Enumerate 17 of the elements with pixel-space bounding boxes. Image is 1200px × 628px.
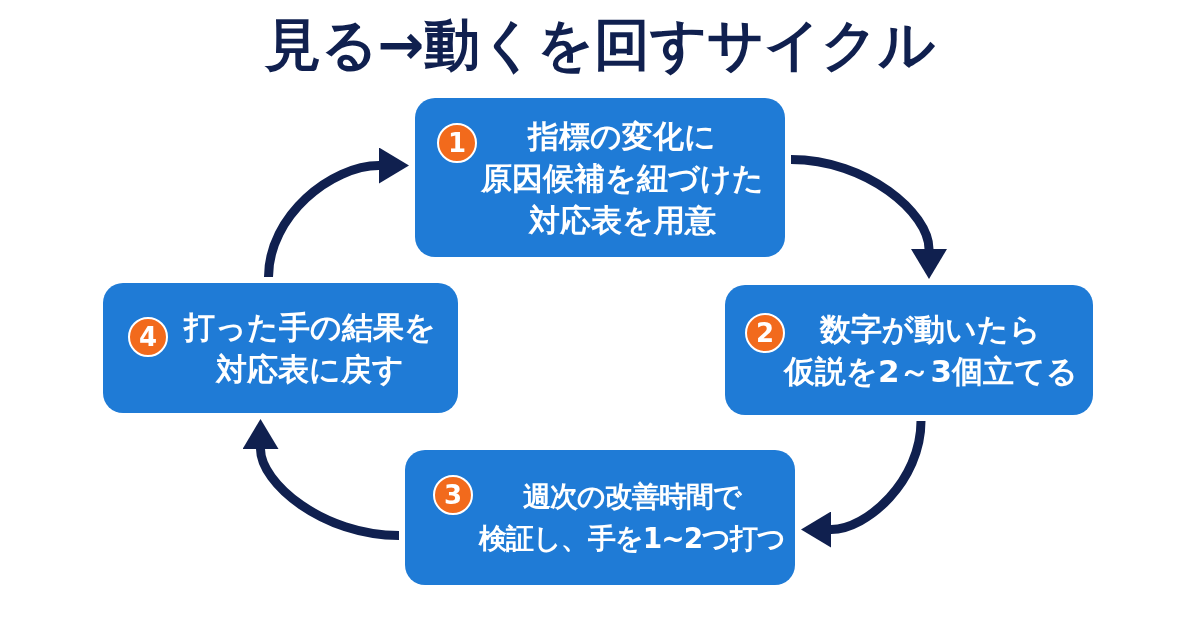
step-number: 1: [437, 123, 477, 163]
curved-arrow: [801, 420, 926, 548]
step-box: [103, 283, 458, 413]
step-number: 4: [128, 317, 168, 357]
curved-arrow: [790, 155, 947, 279]
curved-arrow: [264, 147, 409, 278]
title: 見る→動くを回すサイクル: [264, 12, 936, 78]
step-text: 週次の改善時間で検証し、手を1~2つ打つ: [478, 478, 786, 557]
step-box: [405, 450, 795, 585]
step-text: 数字が動いたら仮説を2～3個立てる: [783, 310, 1079, 391]
step-text: 指標の変化に原因候補を紐づけた対応表を用意: [480, 116, 764, 240]
step-text: 打った手の結果を対応表に戻す: [183, 308, 436, 389]
step-box: [725, 285, 1093, 415]
step-number: 2: [745, 313, 785, 353]
step-box: [415, 98, 785, 257]
step-number: 3: [433, 475, 473, 515]
curved-arrow: [242, 419, 400, 540]
